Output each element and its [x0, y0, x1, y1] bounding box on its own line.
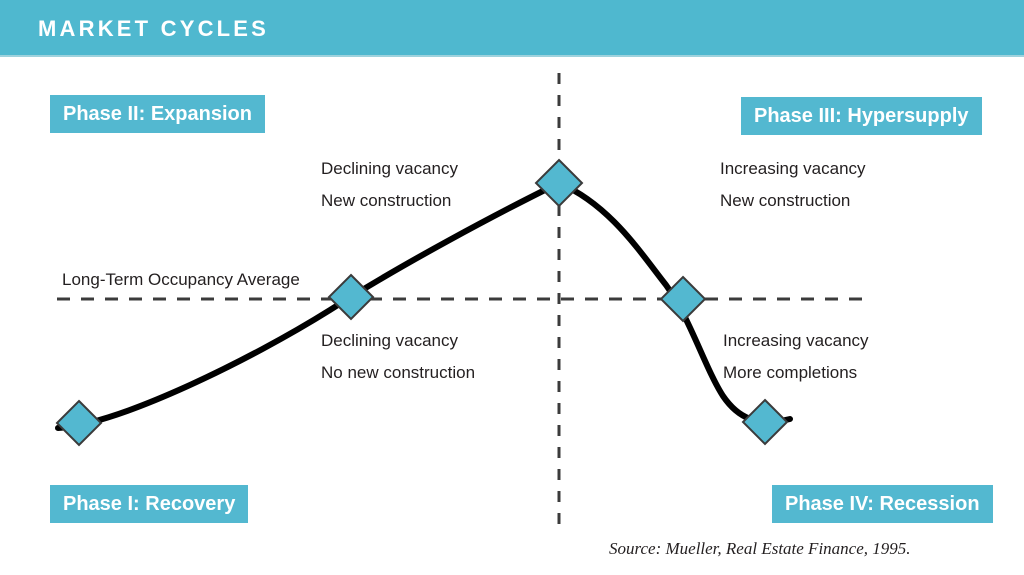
marker-phase4-crossing: [659, 275, 707, 323]
phase-4-badge[interactable]: Phase IV: Recession: [772, 485, 993, 523]
header-bar: MARKET CYCLES: [0, 0, 1024, 57]
marker-phase2-crossing: [327, 273, 375, 321]
annotation-upper-right-line1: Increasing vacancy: [720, 159, 866, 178]
phase-3-badge[interactable]: Phase III: Hypersupply: [741, 97, 982, 135]
annotation-lower-right-line1: Increasing vacancy: [723, 331, 869, 350]
annotation-upper-left-line1: Declining vacancy: [321, 159, 459, 178]
annotation-upper-left-line2: New construction: [321, 191, 452, 210]
phase-2-badge[interactable]: Phase II: Expansion: [50, 95, 265, 133]
page-title: MARKET CYCLES: [38, 16, 270, 41]
annotation-lower-left-line2: No new construction: [321, 363, 476, 382]
marker-phase1-trough: [55, 399, 103, 447]
source-note: Source: Mueller, Real Estate Finance, 19…: [609, 539, 911, 558]
annotation-lower-right-line2: More completions: [723, 363, 858, 382]
marker-peak: [534, 158, 584, 208]
annotation-lower-left-line1: Declining vacancy: [321, 331, 459, 350]
marker-recession-trough: [741, 398, 789, 446]
annotation-upper-right-line2: New construction: [720, 191, 851, 210]
long-term-occupancy-average-label: Long-Term Occupancy Average: [62, 270, 300, 289]
curve-markers: [55, 158, 789, 447]
phase-1-badge[interactable]: Phase I: Recovery: [50, 485, 249, 523]
header-underline-divider: [0, 55, 1024, 57]
